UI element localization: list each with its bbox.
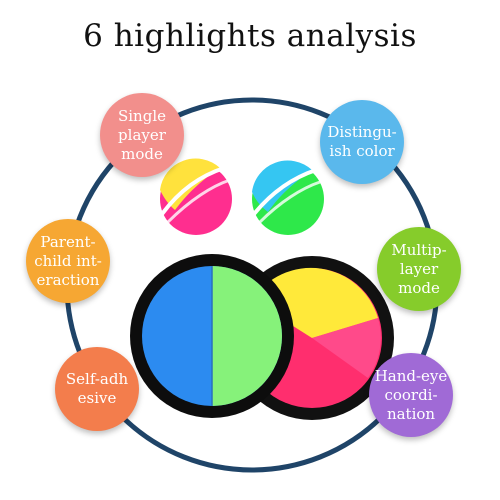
badge-distinguish-color: Distingu- ish color — [320, 100, 404, 184]
badge-label: Single player mode — [117, 106, 166, 163]
badge-label: Multip- layer mode — [391, 240, 447, 297]
ball-pink-yellow — [160, 158, 232, 235]
badge-hand-eye-coordination: Hand-eye coordi- nation — [369, 353, 453, 437]
badge-single-player-mode: Single player mode — [100, 93, 184, 177]
badge-multiplayer-mode: Multip- layer mode — [377, 227, 461, 311]
ball-green-blue — [252, 160, 324, 235]
headline: 6 highlights analysis — [83, 18, 417, 54]
disc-blue-green — [130, 254, 294, 418]
badge-parent-child-interaction: Parent- child int- eraction — [26, 219, 110, 303]
badge-label: Parent- child int- eraction — [34, 232, 102, 289]
badge-label: Hand-eye coordi- nation — [374, 366, 448, 423]
badge-label: Self-adh esive — [65, 370, 129, 407]
badge-self-adhesive: Self-adh esive — [55, 347, 139, 431]
badge-label: Distingu- ish color — [327, 123, 397, 160]
